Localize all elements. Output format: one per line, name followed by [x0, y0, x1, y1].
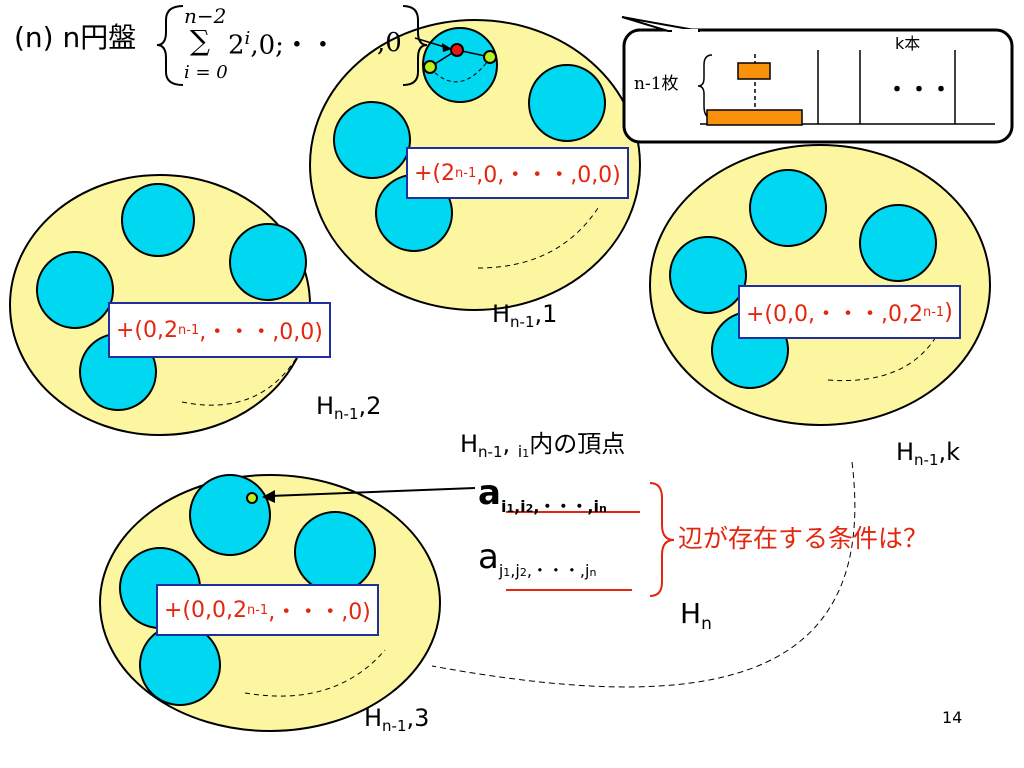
vertex-point-green	[483, 50, 497, 64]
callout-small-disk	[737, 62, 771, 80]
dashed-curve	[244, 649, 386, 697]
label-suffix: ,2	[358, 392, 382, 420]
callout-dots: ・・・	[886, 78, 953, 103]
label-h: H	[492, 300, 511, 328]
page-number: 14	[942, 708, 963, 727]
formula-tail: ,0;・・	[250, 30, 336, 61]
arrow-head	[262, 490, 275, 503]
disk	[294, 511, 376, 593]
label-i: i1	[517, 442, 530, 461]
callout-large-disk	[706, 109, 803, 126]
label-vertex-suffix: 内の頂点	[529, 430, 626, 458]
label-h1: Hn-1,1	[492, 302, 557, 330]
disk	[528, 64, 606, 142]
label-h: H	[364, 704, 383, 732]
offset-prefix: +(0,0,2	[164, 597, 247, 623]
label-comma: ,	[502, 430, 511, 458]
formula-body: 2i,0;・・	[228, 30, 336, 59]
offset-exponent: n-1	[922, 304, 945, 320]
offset-suffix: ,0,・・・,0,0)	[476, 163, 621, 188]
vertex-point-red	[450, 43, 464, 57]
disk	[669, 236, 747, 314]
offset-suffix: ,・・・,0)	[268, 600, 371, 625]
arrow-to-vertex	[269, 487, 476, 497]
slide-title: (n) n円盤	[14, 24, 136, 52]
vertex-point-green	[423, 60, 437, 74]
label-h3: Hn-1,3	[364, 706, 429, 734]
callout-k-label: k本	[895, 34, 921, 53]
formula-lower-limit: i = 0	[184, 62, 228, 83]
offset-exponent: n-1	[247, 602, 269, 618]
label-h: H	[316, 392, 335, 420]
formula-left-paren	[156, 5, 184, 86]
callout-tail	[621, 16, 701, 32]
disk	[139, 624, 221, 706]
disk	[333, 101, 411, 179]
title-prefix: (n) n円盤	[14, 21, 137, 54]
formula-sigma: ∑	[190, 24, 210, 57]
dashed-curve	[181, 351, 301, 406]
vertex-location-label: Hn-1, i1内の頂点	[460, 432, 625, 460]
offset-exponent: n-1	[178, 322, 200, 338]
callout-brace	[697, 54, 713, 119]
vertex-arc	[429, 57, 491, 83]
disk	[859, 204, 937, 282]
vertex-aj-label: aj1,j2,・・・,jn	[478, 537, 597, 580]
formula-base: 2	[228, 30, 245, 61]
offset-suffix: ,・・・,0,0)	[199, 320, 323, 345]
dashed-curve	[477, 204, 601, 269]
formula-end: ,0	[377, 28, 402, 58]
label-sub: n-1	[334, 405, 359, 423]
label-sub: n-1	[478, 443, 503, 461]
disk	[189, 474, 271, 556]
callout-n1-label: n-1枚	[634, 74, 679, 94]
label-sub: n-1	[914, 451, 939, 469]
formula-right-paren	[402, 5, 428, 86]
label-h: H	[896, 438, 915, 466]
disk	[121, 183, 195, 257]
label-sub: n-1	[382, 717, 407, 735]
label-hn: Hn	[680, 597, 712, 634]
label-suffix: ,k	[938, 438, 961, 466]
label-sub: n-1	[510, 313, 535, 331]
label-h2: Hn-1,2	[316, 394, 381, 422]
label-h: H	[460, 430, 479, 458]
offset-prefix: +(2	[414, 160, 456, 186]
label-suffix: ,1	[534, 300, 558, 328]
vertex-ai-label: ai1,i2,・・・,in	[478, 473, 607, 516]
arrow-head	[442, 43, 452, 52]
vertex-point-green	[246, 492, 258, 504]
offset-prefix: +(0,0,・・・,0,2	[746, 302, 923, 327]
label-suffix: ,3	[406, 704, 430, 732]
disk	[229, 223, 307, 301]
condition-brace	[649, 482, 675, 597]
offset-suffix: )	[944, 299, 953, 325]
formula-upper-limit: n−2	[184, 4, 227, 28]
dashed-connector	[431, 461, 856, 688]
offset-prefix: +(0,2	[116, 317, 179, 343]
disk	[749, 169, 827, 247]
formula-exponent: i	[244, 28, 251, 49]
edge-condition-question: 辺が存在する条件は？	[678, 524, 929, 553]
disk	[36, 251, 114, 329]
offset-exponent: n-1	[455, 165, 477, 181]
label-hk: Hn-1,k	[896, 440, 960, 468]
